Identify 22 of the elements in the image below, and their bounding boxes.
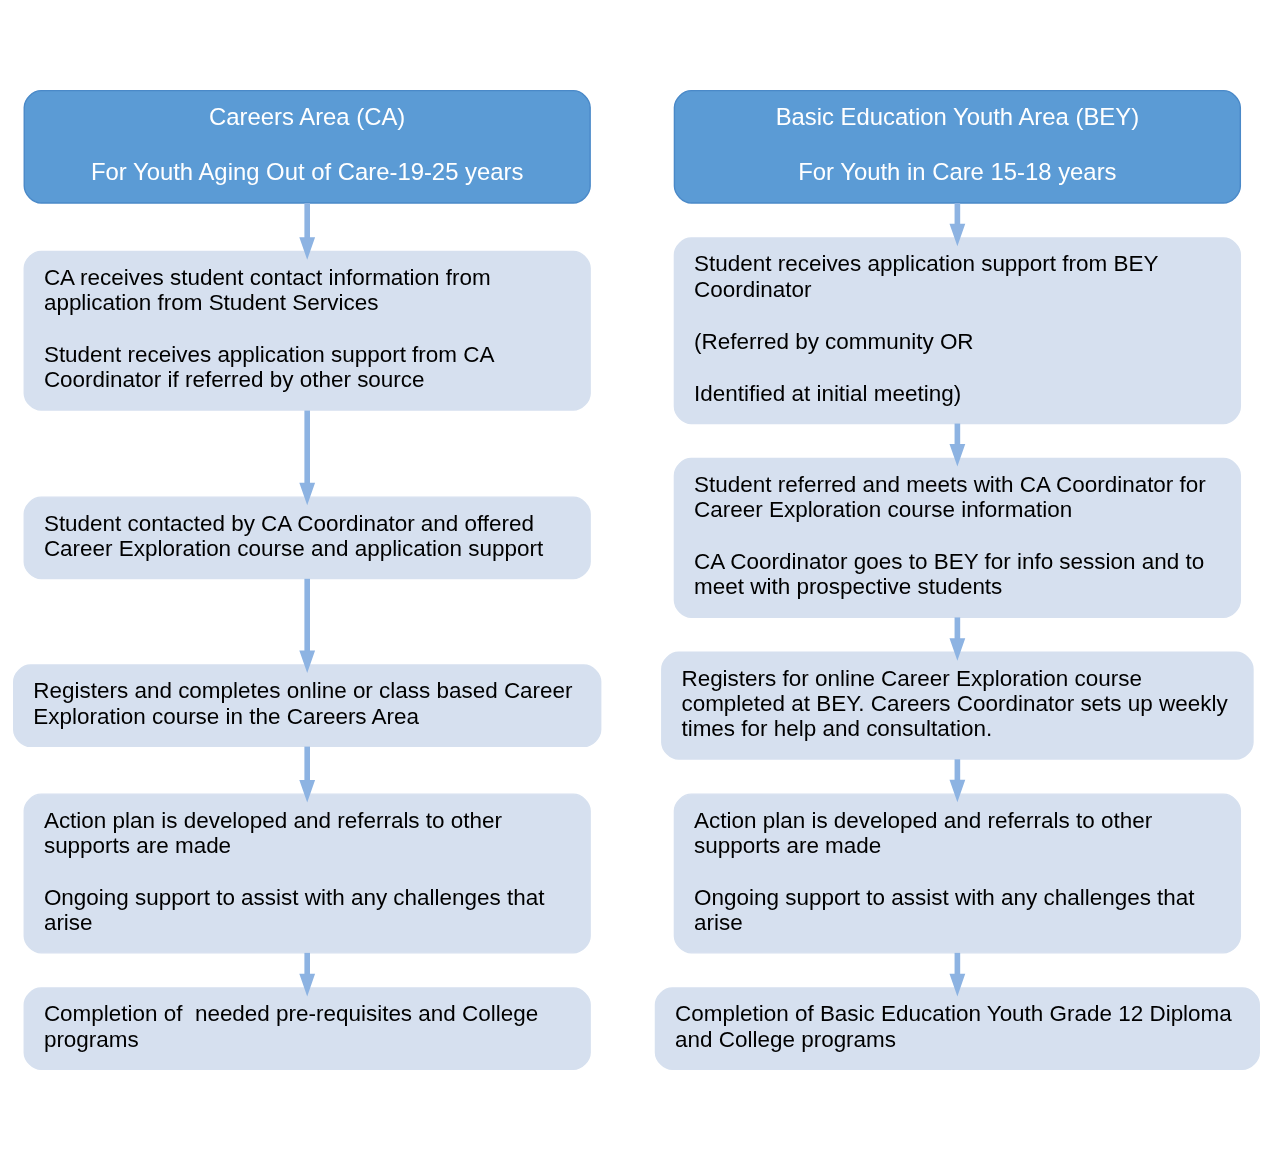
arrow [299,746,316,803]
node-box: Registers for online Career Exploration course completed at BEY. Careers Coordinator sets up weekly times for help and consultation. [661,651,1254,760]
arrow [949,952,966,996]
arrow [949,616,966,661]
node-box: Basic Education Youth Area (BEY) For Youth in Care 15-18 years [673,89,1242,204]
node-box: Registers and completes online or class based Career Exploration course in the Careers Area [13,663,602,747]
node-box: Student receives application support from BEY Coordinator (Referred by community OR Identified at initial meeting) [673,236,1242,424]
node-box: Completion of Basic Education Youth Grade 12 Diploma and College programs [654,986,1260,1070]
node-box: Careers Area (CA) For Youth Aging Out of Care-19-25 years [23,89,591,204]
node-box: Student referred and meets with CA Coordinator for Career Exploration course information CA Coordinator goes to BEY for info session and to meet with prospective students [673,457,1242,618]
arrow [299,952,316,996]
node-box: Student contacted by CA Coordinator and offered Career Exploration course and application support [23,495,591,579]
arrow [299,410,316,505]
node-box: CA receives student contact information from application from Student Services Student receives application support from CA Coordinator if referred by other source [23,250,591,411]
arrow [299,578,316,673]
arrow [949,758,966,802]
node-box: Action plan is developed and referrals to other supports are made Ongoing support to assist with any challenges that arise [673,792,1242,954]
arrow [949,202,966,246]
arrow [949,423,966,466]
node-box: Action plan is developed and referrals to other supports are made Ongoing support to assist with any challenges that arise [23,792,591,954]
arrow [299,202,316,260]
node-box: Completion of needed pre-requisites and College programs [23,986,591,1070]
